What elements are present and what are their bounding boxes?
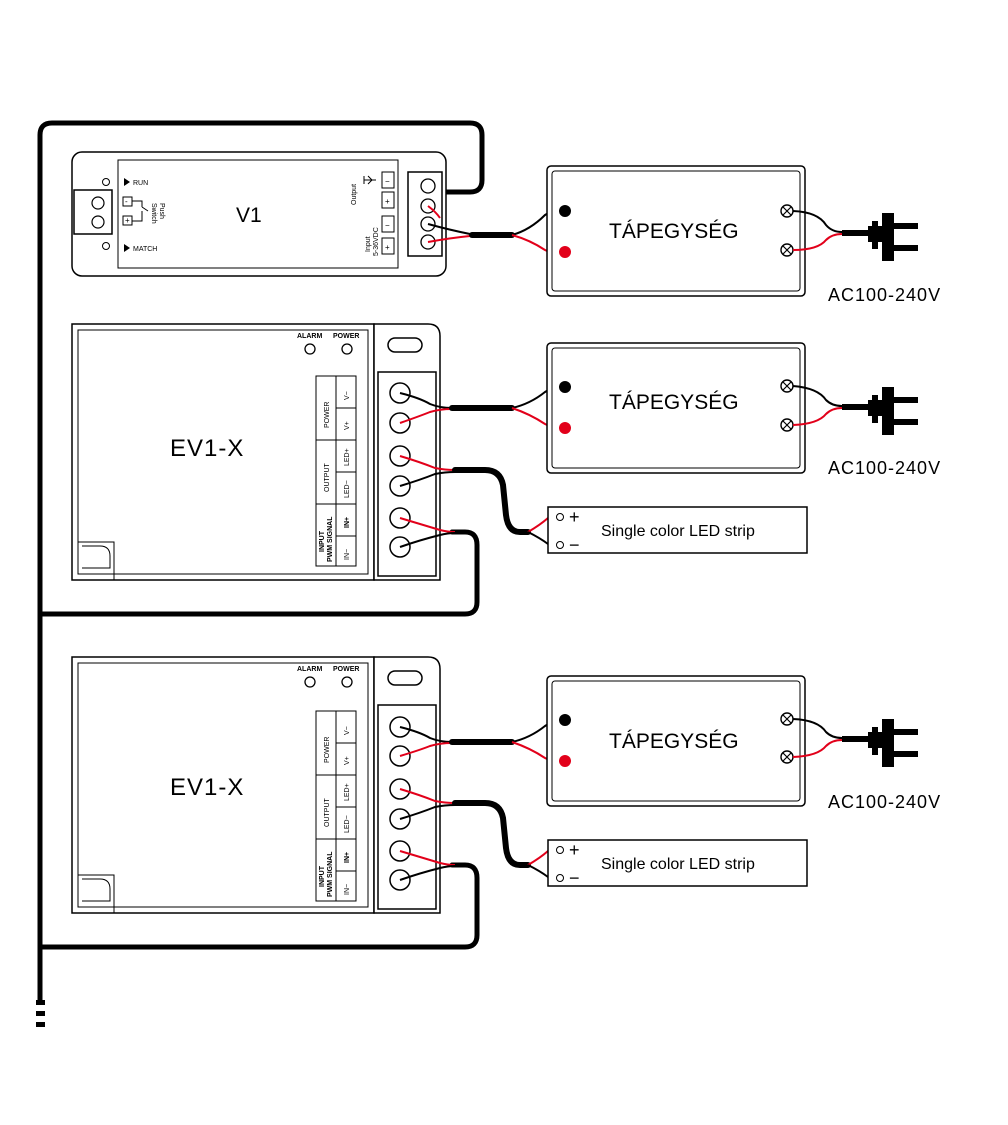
controller-name: V1 — [236, 204, 262, 227]
led-strip-2: + − Single color LED strip — [547, 839, 808, 888]
svg-text:−: − — [385, 221, 390, 230]
svg-text:+: + — [385, 243, 390, 252]
receiver-2-name: EV1-X — [170, 774, 244, 801]
receiver-2-alarm: ALARM — [297, 666, 322, 673]
svg-text:PWM SIGNAL: PWM SIGNAL — [327, 516, 334, 562]
psu-3-ac-label: AC100-240V — [828, 792, 941, 812]
psu-3-label: TÁPEGYSÉG — [609, 730, 739, 753]
svg-text:−: − — [569, 535, 580, 555]
psu-2-label: TÁPEGYSÉG — [609, 391, 739, 414]
input-label: Input — [365, 236, 372, 252]
svg-text:IN+: IN+ — [344, 852, 351, 863]
push-label: Push — [158, 203, 165, 219]
svg-text:+: + — [125, 216, 130, 225]
svg-text:-: - — [125, 197, 128, 206]
svg-text:OUTPUT: OUTPUT — [324, 463, 331, 493]
psu-2-ac-label: AC100-240V — [828, 458, 941, 478]
svg-text:V+: V+ — [344, 421, 351, 430]
psu-1-label: TÁPEGYSÉG — [609, 220, 739, 243]
svg-text:PWM SIGNAL: PWM SIGNAL — [327, 851, 334, 897]
power-supply-1: TÁPEGYSÉG AC100-240V — [546, 165, 941, 305]
svg-text:V−: V− — [344, 391, 351, 400]
svg-text:+: + — [569, 507, 580, 527]
svg-text:IN−: IN− — [344, 549, 351, 560]
svg-text:LED−: LED− — [344, 815, 351, 833]
svg-text:+: + — [569, 840, 580, 860]
svg-text:LED+: LED+ — [344, 448, 351, 466]
power-supply-2: TÁPEGYSÉG AC100-240V — [546, 342, 941, 478]
signal-bus — [36, 120, 485, 1027]
svg-text:LED+: LED+ — [344, 783, 351, 801]
led-strip-1: + − Single color LED strip — [547, 506, 808, 555]
svg-text:OUTPUT: OUTPUT — [324, 798, 331, 828]
svg-text:IN−: IN− — [344, 884, 351, 895]
svg-text:−: − — [385, 177, 390, 186]
v1-power-wiring — [427, 205, 565, 255]
output-label: Output — [351, 184, 358, 205]
led-strip-2-label: Single color LED strip — [601, 856, 755, 873]
svg-text:POWER: POWER — [324, 402, 331, 428]
led-strip-1-label: Single color LED strip — [601, 523, 755, 540]
receiver-1-alarm: ALARM — [297, 333, 322, 340]
svg-text:IN+: IN+ — [344, 517, 351, 528]
receiver-1-name: EV1-X — [170, 435, 244, 462]
receiver-2: ALARM POWER EV1-X POWER OUTPUT INPUT PWM… — [71, 656, 441, 914]
receiver-1: ALARM POWER EV1-X POWER OUTPUT INPUT PWM… — [71, 323, 441, 581]
svg-text:POWER: POWER — [324, 737, 331, 763]
v1-controller: RUN MATCH - + Push Switch V1 Output Inpu… — [71, 151, 447, 277]
match-label: MATCH — [133, 246, 157, 253]
svg-text:LED−: LED− — [344, 480, 351, 498]
switch-label: Switch — [150, 203, 157, 224]
svg-text:−: − — [569, 868, 580, 888]
svg-text:INPUT: INPUT — [319, 530, 326, 552]
svg-text:+: + — [385, 197, 390, 206]
power-supply-3: TÁPEGYSÉG AC100-240V — [546, 675, 941, 812]
psu-1-ac-label: AC100-240V — [828, 285, 941, 305]
run-label: RUN — [133, 180, 148, 187]
svg-text:V−: V− — [344, 726, 351, 735]
receiver-2-power-led: POWER — [333, 666, 359, 673]
svg-text:V+: V+ — [344, 756, 351, 765]
svg-text:INPUT: INPUT — [319, 865, 326, 887]
input-voltage-label: 5-36VDC — [373, 227, 380, 256]
receiver-1-power-led: POWER — [333, 333, 359, 340]
